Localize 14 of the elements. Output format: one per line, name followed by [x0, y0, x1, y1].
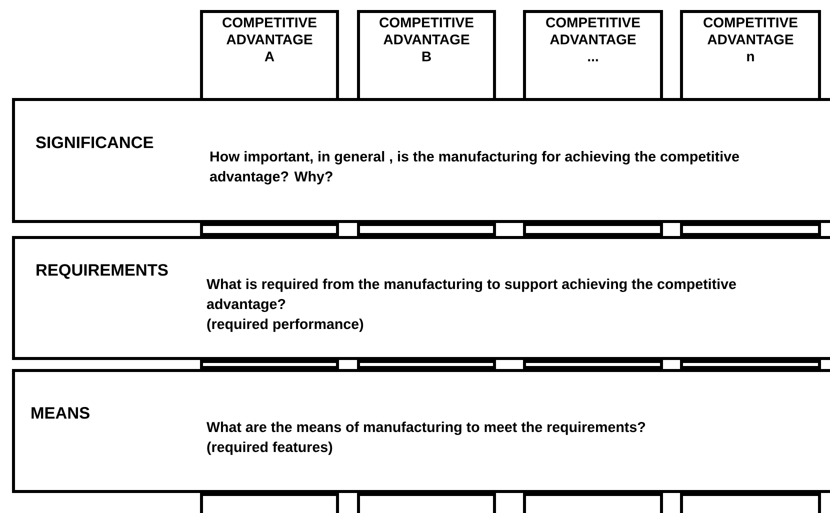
column-segment — [357, 493, 496, 513]
row-band: MEANS What are the means of manufacturing to meet the requirements? (required features) — [12, 369, 830, 493]
column-segment — [357, 360, 496, 369]
column-segment — [680, 360, 821, 369]
column-segment — [200, 223, 339, 236]
column-segment — [523, 360, 663, 369]
row-band: REQUIREMENTS What is required from the manufacturing to support achieving the competitive advantage? (required performance) — [12, 236, 830, 360]
column-segment — [200, 493, 339, 513]
column-segment — [523, 493, 663, 513]
column-segment — [680, 223, 821, 236]
column-segment — [523, 223, 663, 236]
column-segment — [200, 360, 339, 369]
column-segment — [680, 493, 821, 513]
column-segment — [357, 223, 496, 236]
